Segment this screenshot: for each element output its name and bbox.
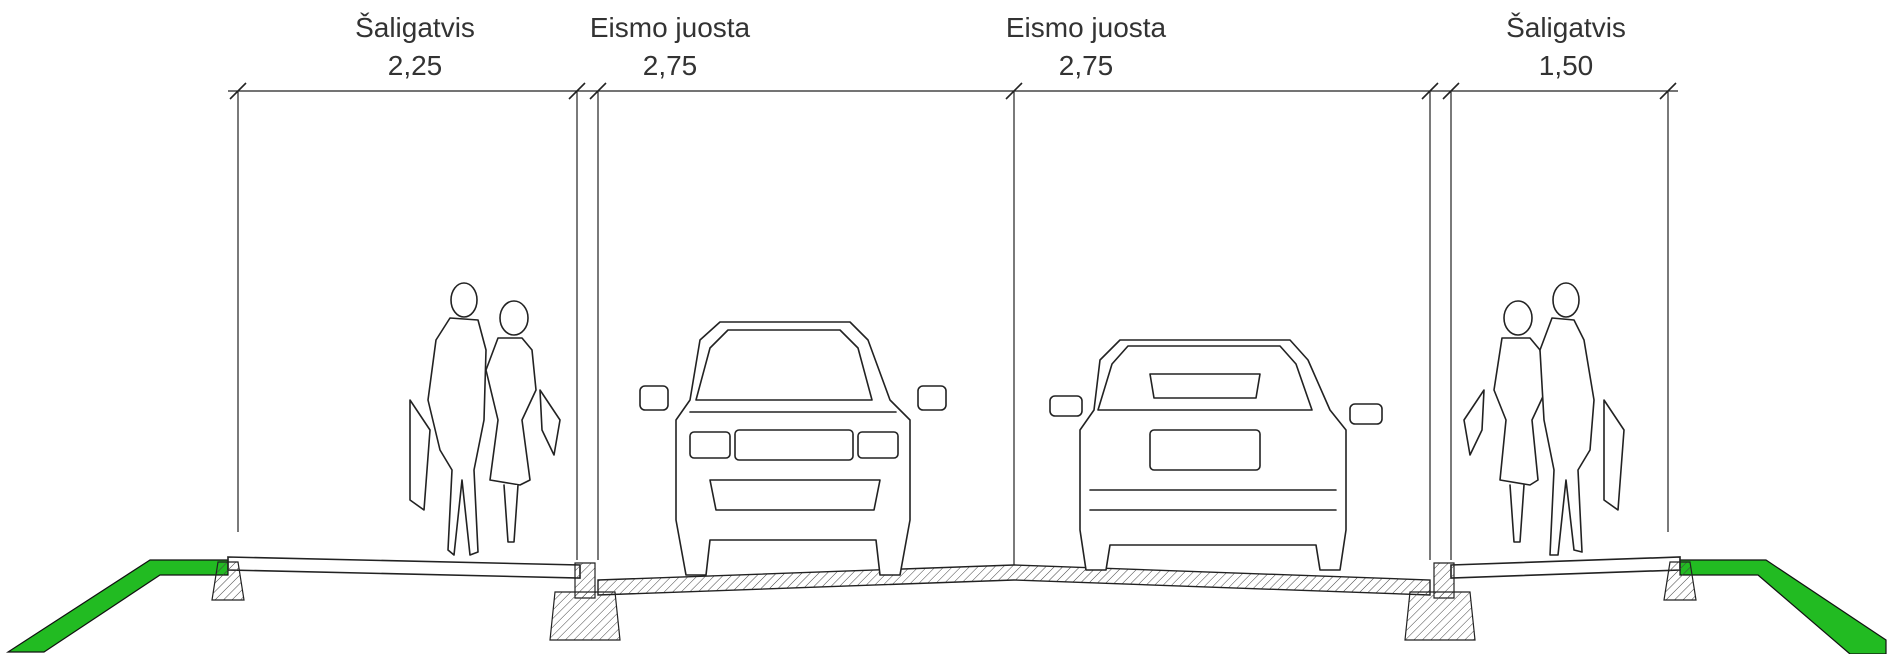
pedestrian-couple-icon [1463,282,1625,556]
curb-foundation-left [211,561,245,601]
curb-foundation-lane-left [549,591,621,641]
curb-foundation-lane-right [1404,591,1476,641]
pedestrian-couple-icon [409,282,561,556]
left-sidewalk [211,556,621,641]
pickup-truck-front-icon [639,321,947,576]
grass-slope-right [1679,559,1887,654]
section-width-lane-2: 2,75 [1058,50,1114,81]
section-name-left-sidewalk: Šaligatvis [355,12,475,43]
curb-foundation-right [1663,561,1697,601]
right-sidewalk [1404,556,1697,641]
grass-slope-left [5,559,229,653]
suv-rear-icon [1049,339,1383,571]
section-name-lane-2: Eismo juosta [1005,12,1167,43]
dimension-line [228,82,1678,565]
section-name-lane-1: Eismo juosta [589,12,751,43]
section-width-left-sidewalk: 2,25 [387,50,443,81]
section-width-lane-1: 2,75 [642,50,698,81]
carriageway [597,564,1431,596]
section-width-right-sidewalk: 1,50 [1538,50,1594,81]
section-name-right-sidewalk: Šaligatvis [1506,12,1626,43]
